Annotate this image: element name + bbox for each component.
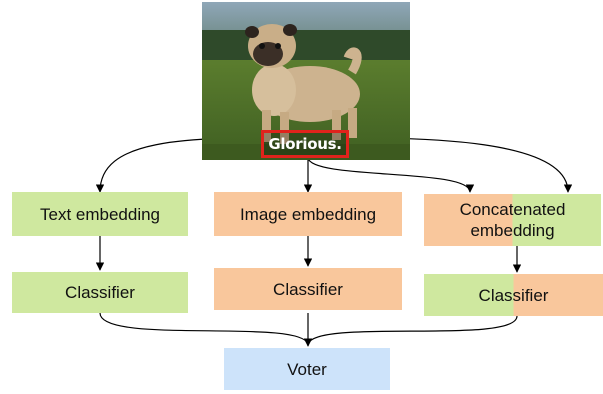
classifier-image-label: Classifier bbox=[273, 279, 343, 299]
text-embedding-label: Text embedding bbox=[39, 204, 161, 224]
image-embedding-label: Image embedding bbox=[239, 204, 377, 224]
arrow-classifier-concat-to-voter bbox=[307, 315, 518, 345]
voter-node: Voter bbox=[224, 348, 390, 390]
arrow-classifier-text-to-voter bbox=[99, 312, 309, 345]
arrow-image-to-concat-left bbox=[307, 157, 475, 193]
concatenated-embedding-label: Concatenated embedding bbox=[459, 200, 566, 240]
classifier-concat-node: Classifier bbox=[424, 274, 603, 316]
classifier-text-label: Classifier bbox=[65, 283, 135, 302]
caption-text-box: Glorious. bbox=[261, 130, 349, 158]
image-embedding-node: Image embedding bbox=[214, 192, 402, 236]
concatenated-embedding-node: Concatenated embedding bbox=[424, 194, 601, 246]
caption-text: Glorious. bbox=[268, 135, 342, 153]
text-embedding-node: Text embedding bbox=[12, 192, 188, 236]
classifier-image-node: Classifier bbox=[214, 268, 402, 310]
classifier-concat-label: Classifier bbox=[478, 285, 549, 305]
voter-label: Voter bbox=[287, 359, 327, 379]
classifier-text-node: Classifier bbox=[12, 272, 188, 313]
pug-photo bbox=[202, 2, 410, 160]
